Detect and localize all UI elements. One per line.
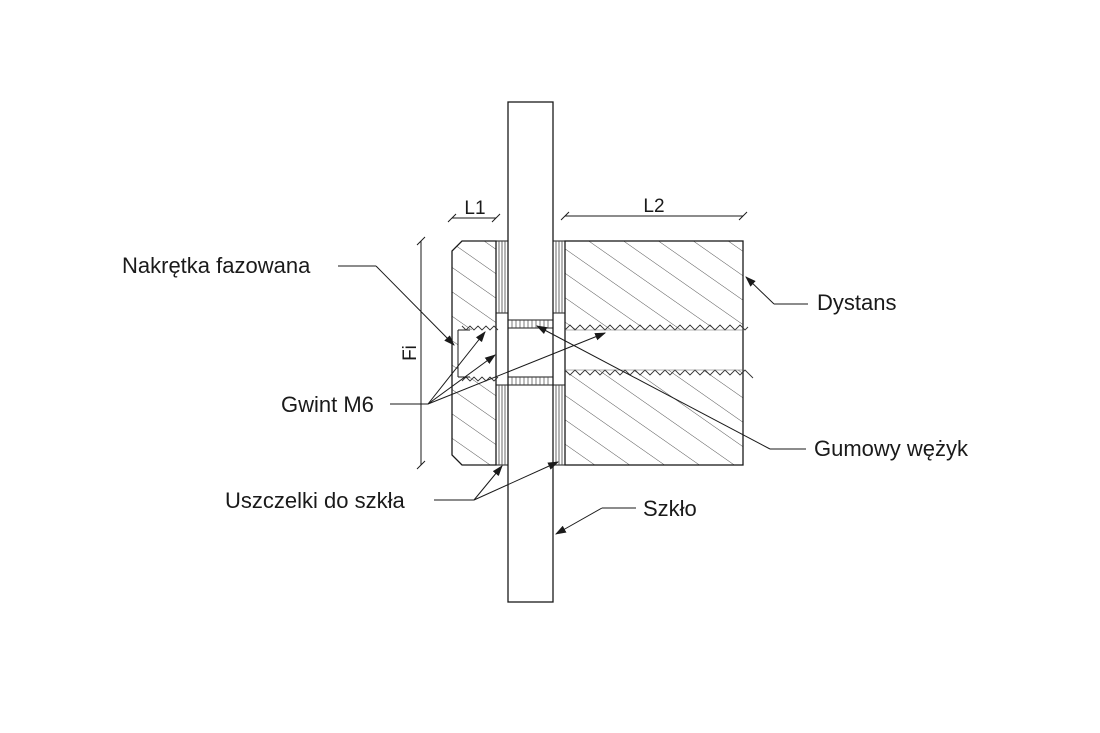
glass-pane (507, 101, 554, 603)
label-glass: Szkło (643, 496, 697, 521)
dimension-fi-label: Fi (400, 345, 421, 361)
dimension-l2: L2 (560, 196, 748, 221)
label-spacer: Dystans (817, 290, 896, 315)
leader-thread: Gwint M6 (281, 331, 607, 417)
leader-rubber-tube: Gumowy wężyk (536, 325, 969, 461)
spacer-body (564, 240, 754, 466)
glass-seals (495, 240, 566, 466)
label-thread: Gwint M6 (281, 392, 374, 417)
dimension-l1-label: L1 (464, 198, 485, 219)
leader-spacer: Dystans (745, 276, 896, 315)
label-rubber-tube: Gumowy wężyk (814, 436, 969, 461)
leader-glass: Szkło (555, 496, 697, 535)
dimension-l1: L1 (447, 198, 501, 223)
rubber-tube (507, 319, 554, 386)
leader-nut: Nakrętka fazowana (122, 253, 455, 346)
dimension-l2-label: L2 (643, 196, 664, 217)
dimension-fi: Fi (400, 236, 426, 470)
leader-seals: Uszczelki do szkła (225, 461, 560, 513)
label-seals: Uszczelki do szkła (225, 488, 405, 513)
chamfered-nut (451, 240, 499, 466)
label-nut: Nakrętka fazowana (122, 253, 311, 278)
